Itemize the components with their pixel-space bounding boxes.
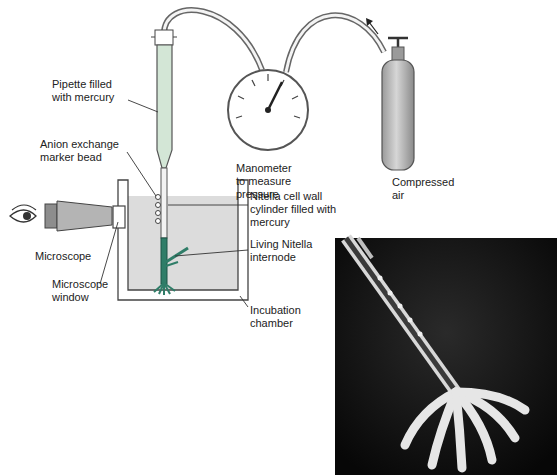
leader-line (100, 222, 118, 284)
gauge-pivot (265, 107, 271, 113)
chamber-wall (118, 180, 248, 300)
tube-bore (164, 10, 262, 70)
gauge-needle (268, 82, 282, 110)
valve-body (392, 47, 404, 61)
chamber-window (113, 206, 125, 228)
tube-bore (286, 15, 384, 72)
leader-lines (100, 100, 248, 307)
clamp-screw (173, 37, 177, 38)
photo-background (335, 238, 557, 475)
photo-pipette (358, 238, 372, 258)
photo-whorl (405, 392, 525, 468)
cell-wall-cylinder (161, 168, 167, 238)
leader-line (127, 152, 156, 196)
incubation-chamber (113, 180, 248, 300)
tube-outline (164, 10, 262, 70)
microscope-icon (10, 201, 112, 231)
clamp-screw (151, 37, 155, 38)
part-label: Pipette filled with mercury (52, 78, 127, 104)
photo-beads (378, 276, 423, 337)
eye-outline (10, 210, 36, 222)
gauge-ticks (236, 74, 300, 118)
eyepiece (45, 204, 57, 228)
side-branch (166, 262, 178, 266)
flow-arrow (369, 22, 378, 34)
pipette-clamp (155, 30, 173, 45)
microscope-tube (57, 201, 112, 231)
manometer-gauge (228, 70, 308, 150)
gauge-dial (228, 70, 308, 150)
flow-arrowhead (366, 18, 373, 26)
eye-lid (12, 205, 36, 210)
part-label: Manometer to measure pressure (236, 162, 300, 201)
chamber-solution (128, 196, 238, 290)
photo-cylinder (346, 238, 456, 392)
tube-outline (286, 15, 384, 72)
air-tubing (164, 10, 384, 72)
part-label: Living Nitella internode (250, 238, 332, 264)
gas-cylinder (382, 38, 414, 170)
leader-line (175, 250, 248, 256)
part-label: Compressed air (392, 176, 458, 202)
eye-pupil (23, 212, 31, 220)
part-label: Incubation chamber (250, 304, 316, 330)
leader-line (168, 205, 248, 206)
whorl-branches (154, 283, 175, 295)
photo-mercury (346, 238, 456, 392)
part-label: Microscope window (52, 278, 118, 304)
leader-line (128, 100, 158, 112)
part-label: Microscope (35, 250, 105, 263)
marker-beads (156, 195, 161, 224)
leader-line (240, 296, 248, 307)
cylinder-body (382, 60, 414, 170)
mercury-pipette (151, 30, 177, 168)
part-label: Anion exchange marker bead (40, 138, 126, 164)
photo-inset (335, 238, 557, 475)
nitella-cell (154, 168, 188, 295)
pipette-body (157, 45, 172, 168)
